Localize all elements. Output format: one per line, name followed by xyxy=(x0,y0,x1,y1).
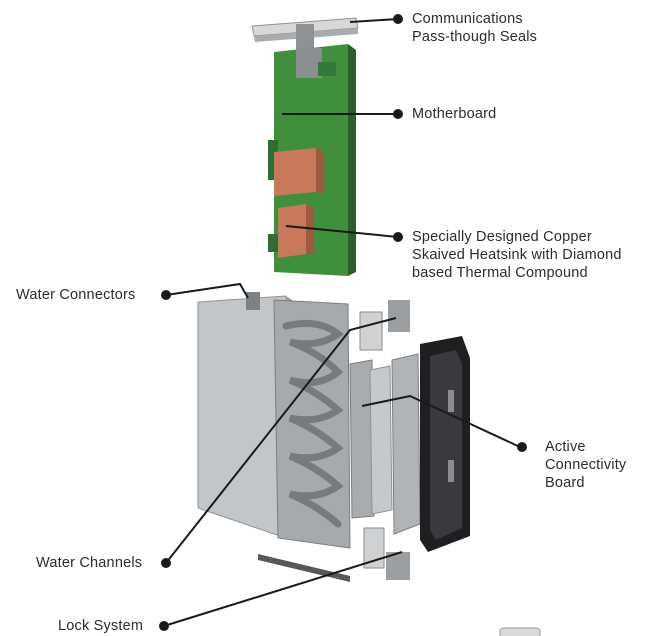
label-lock-system: Lock System xyxy=(58,617,143,635)
label-heatsink-line3: based Thermal Compound xyxy=(412,265,588,281)
label-water-channels: Water Channels xyxy=(36,554,142,572)
leader-water-connectors xyxy=(165,282,249,299)
label-heatsink-line2: Skaived Heatsink with Diamond xyxy=(412,247,622,263)
label-water-connectors: Water Connectors xyxy=(16,286,136,304)
leader-lines xyxy=(163,18,521,627)
leader-lock-system xyxy=(163,551,403,627)
label-heatsink: Specially Designed Copper Skaived Heatsi… xyxy=(412,228,622,282)
dot-water-channels xyxy=(161,558,171,568)
dot-heatsink xyxy=(393,232,403,242)
water-channel-plate xyxy=(273,299,351,549)
pass-through-seal-bar xyxy=(251,17,359,54)
label-active-board-line3: Board xyxy=(545,475,585,491)
bottom-badge-fragment xyxy=(499,627,541,636)
dot-motherboard xyxy=(393,109,403,119)
thermal-pads xyxy=(349,353,421,535)
leader-heatsink xyxy=(285,225,399,238)
callout-dots xyxy=(159,14,527,631)
dot-active-board xyxy=(517,442,527,452)
label-lock-system-line1: Lock System xyxy=(58,618,144,634)
dot-comms-seals xyxy=(393,14,403,24)
label-active-board: Active Connectivity Board xyxy=(545,438,626,492)
dot-lock-system xyxy=(159,621,169,631)
leader-active-board xyxy=(361,394,521,448)
label-active-board-line2: Connectivity xyxy=(545,457,627,473)
label-water-channels-line1: Water Channels xyxy=(36,555,143,571)
label-motherboard-line1: Motherboard xyxy=(412,106,497,122)
label-comms-seals: Communications Pass-though Seals xyxy=(412,10,537,46)
active-connectivity-board-part xyxy=(420,336,470,552)
label-motherboard: Motherboard xyxy=(412,105,496,123)
leader-water-channels xyxy=(165,317,397,564)
label-water-connectors-line1: Water Connectors xyxy=(16,287,136,303)
label-comms-seals-line2: Pass-though Seals xyxy=(412,29,538,45)
leader-comms-seals xyxy=(349,18,399,23)
label-comms-seals-line1: Communications xyxy=(412,11,523,27)
label-heatsink-line1: Specially Designed Copper xyxy=(412,229,592,245)
dot-water-connectors xyxy=(161,290,171,300)
copper-heatsink xyxy=(274,148,324,258)
label-active-board-line1: Active xyxy=(545,439,586,455)
